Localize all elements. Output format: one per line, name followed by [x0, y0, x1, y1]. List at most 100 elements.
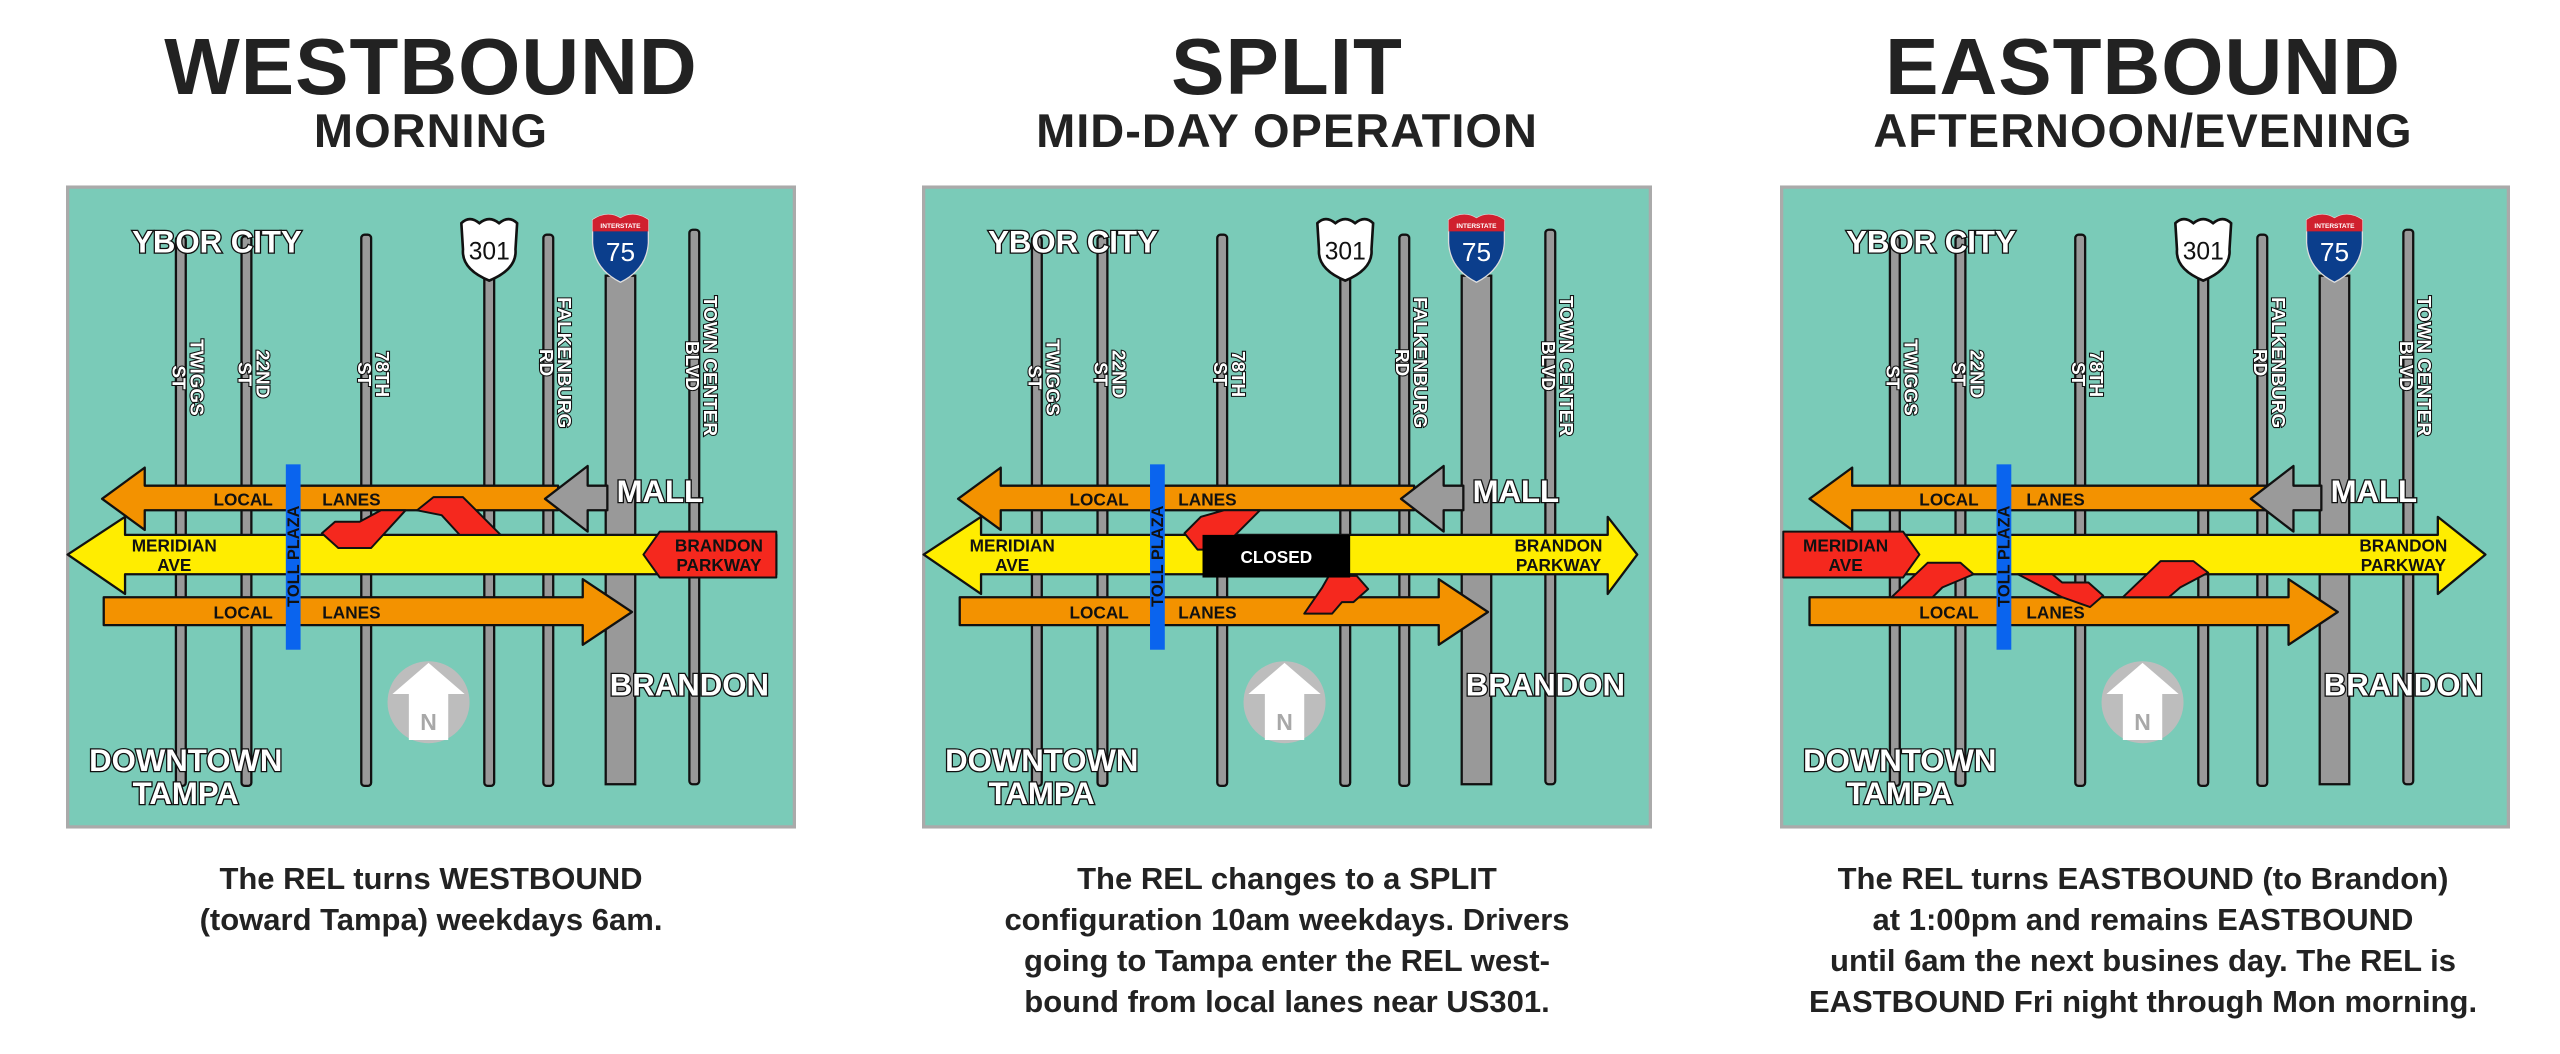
- eastbound-map: TWIGGS ST 22ND ST 78TH ST FALKENBURG RD …: [1780, 185, 2510, 829]
- panel-subtitle: MID-DAY OPERATION: [1036, 104, 1538, 157]
- place-tampa: TAMPA: [133, 776, 239, 811]
- road-label: ST: [169, 365, 190, 390]
- local-lanes-label: LANES: [2026, 603, 2084, 623]
- label-twiggs-st: TWIGGS ST: [1024, 338, 1065, 417]
- i75-onramp-arrow: [2249, 464, 2323, 533]
- closed-segment: [1202, 534, 1351, 578]
- caption-line: EASTBOUND Fri night through Mon morning.: [1808, 984, 2478, 1019]
- shield-number: 75: [1462, 237, 1491, 267]
- place-ybor-city: YBOR CITY: [1846, 225, 2016, 260]
- north-arrow-icon: N: [2101, 661, 2184, 744]
- label-twiggs-st: TWIGGS ST: [168, 338, 209, 417]
- label-22nd-st: 22ND ST: [233, 349, 274, 399]
- shield-number: 75: [606, 237, 635, 267]
- caption-line: until 6am the next busines day. The REL …: [1830, 943, 2456, 978]
- parkway-label: BRANDON: [2359, 535, 2447, 555]
- road-label: TOWN CENTER: [2414, 296, 2435, 436]
- toll-plaza: [1996, 464, 2012, 650]
- local-lanes-label: LANES: [1178, 603, 1236, 623]
- label-twiggs-st: TWIGGS ST: [1882, 338, 1923, 417]
- label-78th-st: 78TH ST: [353, 350, 394, 398]
- label-town-center-blvd: TOWN CENTER BLVD: [681, 295, 722, 438]
- label-town-center-blvd: TOWN CENTER BLVD: [2395, 295, 2436, 438]
- place-tampa: TAMPA: [1847, 776, 1953, 811]
- panel-title: SPLIT: [1171, 22, 1403, 111]
- place-tampa: TAMPA: [989, 776, 1095, 811]
- road-i75: [2318, 274, 2351, 786]
- meridian-label: AVE: [157, 555, 191, 575]
- toll-plaza: [1150, 464, 1165, 650]
- road-i75: [1460, 274, 1493, 786]
- local-lanes-label: LOCAL: [1070, 489, 1129, 509]
- caption-line: bound from local lanes near US301.: [1024, 984, 1550, 1019]
- local-lanes-label: LANES: [2026, 489, 2084, 509]
- road-label: ST: [1090, 362, 1111, 387]
- road-label: 78TH: [2086, 351, 2107, 397]
- interstate-75-shield-icon: INTERSTATE 75: [1447, 213, 1506, 283]
- closed-label: CLOSED: [1240, 547, 1312, 567]
- road-label: BLVD: [2396, 341, 2417, 391]
- north-label: N: [2134, 709, 2151, 735]
- place-brandon: BRANDON: [2324, 668, 2483, 703]
- road-label: TWIGGS: [1901, 339, 1922, 415]
- road-i75: [604, 274, 637, 786]
- ramp: [416, 496, 502, 536]
- road-us301: [1339, 274, 1352, 788]
- caption-line: The REL turns EASTBOUND (to Brandon): [1837, 861, 2449, 896]
- road-label: FALKENBURG: [554, 297, 575, 428]
- local-lanes-eastbound-arrow: [102, 578, 634, 646]
- road-label: TWIGGS: [1043, 339, 1064, 415]
- label-78th-st: 78TH ST: [2067, 350, 2108, 398]
- road-label: RD: [2250, 349, 2271, 376]
- label-falkenburg-rd: FALKENBURG RD: [535, 296, 576, 429]
- caption-line: at 1:00pm and remains EASTBOUND: [1872, 902, 2414, 937]
- parkway-label: BRANDON: [1514, 535, 1602, 555]
- shield-number: 301: [1325, 238, 1366, 265]
- label-78th-st: 78TH ST: [1209, 350, 1250, 398]
- local-lanes-label: LOCAL: [1919, 603, 1978, 623]
- label-falkenburg-rd: FALKENBURG RD: [1391, 296, 1432, 429]
- local-lanes-label: LOCAL: [214, 603, 273, 623]
- north-arrow-icon: N: [387, 661, 470, 744]
- local-lanes-label: LANES: [322, 489, 380, 509]
- shield-number: 301: [2183, 238, 2224, 265]
- interstate-75-shield-icon: INTERSTATE 75: [2305, 213, 2364, 283]
- road-label: 78TH: [1228, 351, 1249, 397]
- place-downtown: DOWNTOWN: [89, 743, 282, 778]
- north-arrow-icon: N: [1243, 661, 1326, 744]
- place-downtown: DOWNTOWN: [1803, 743, 1996, 778]
- road-label: ST: [1883, 365, 1904, 390]
- panel-caption: The REL turns EASTBOUND (to Brandon) at …: [1715, 858, 2560, 1022]
- panel-caption: The REL turns WESTBOUND (toward Tampa) w…: [3, 858, 859, 940]
- road-label: ST: [2068, 362, 2089, 387]
- us301-shield-icon: 301: [1316, 217, 1375, 283]
- road-town-center-blvd: [2402, 228, 2415, 786]
- panel-title: EASTBOUND: [1885, 22, 2401, 111]
- local-lanes-label: LOCAL: [214, 489, 273, 509]
- place-mall: MALL: [2331, 474, 2418, 509]
- parkway-label: PARKWAY: [1516, 555, 1602, 575]
- i75-onramp-arrow: [1399, 464, 1465, 533]
- us301-shield-icon: 301: [460, 217, 519, 283]
- place-ybor-city: YBOR CITY: [988, 225, 1158, 260]
- panel-subtitle: MORNING: [313, 104, 549, 157]
- shield-label: INTERSTATE: [1456, 223, 1497, 230]
- north-label: N: [420, 709, 437, 735]
- road-label: ST: [1025, 365, 1046, 390]
- place-downtown: DOWNTOWN: [945, 743, 1138, 778]
- caption-line: The REL turns WESTBOUND: [219, 861, 643, 896]
- toll-plaza-label: TOLL PLAZA: [1996, 505, 2014, 607]
- interstate-75-shield-icon: INTERSTATE 75: [591, 213, 650, 283]
- road-label: ST: [1948, 362, 1969, 387]
- road-label: ST: [354, 362, 375, 387]
- parkway-label: BRANDON: [675, 535, 763, 555]
- local-lanes-eastbound-arrow: [958, 578, 1490, 646]
- panel-caption: The REL changes to a SPLIT configuration…: [859, 858, 1715, 1022]
- road-label: ST: [1210, 362, 1231, 387]
- road-label: RD: [536, 349, 557, 376]
- i75-onramp-arrow: [543, 464, 609, 533]
- panel-title: WESTBOUND: [164, 22, 698, 111]
- label-22nd-st: 22ND ST: [1089, 349, 1130, 399]
- local-lanes-label: LOCAL: [1070, 603, 1129, 623]
- road-label: 22ND: [1966, 350, 1987, 398]
